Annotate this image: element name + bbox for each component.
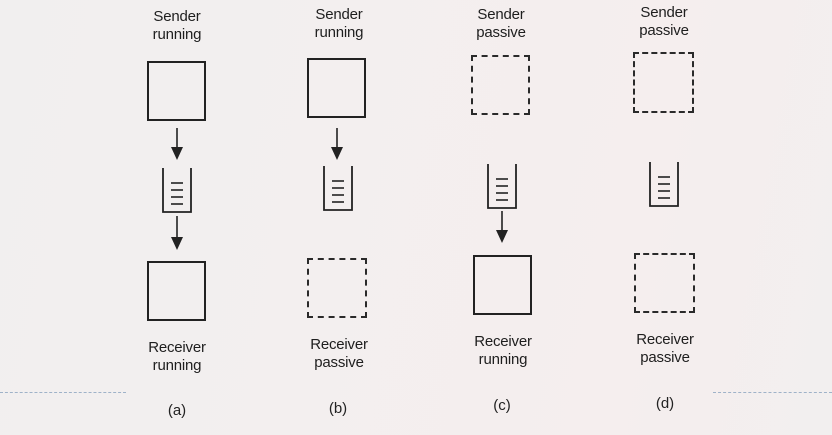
panel-caption: (c) [493, 397, 511, 414]
sender-state: running [314, 24, 364, 41]
sender-label-line1: Sender [153, 8, 201, 25]
receiver-label-line1: Receiver [310, 336, 368, 353]
arrow-queue-to-receiver [496, 211, 508, 243]
message-queue-icon [323, 166, 353, 211]
message-queue-icon [649, 162, 679, 207]
sender-label-b: Sender running [279, 6, 399, 42]
receiver-process-box-passive [307, 258, 367, 318]
sender-label-a: Sender running [117, 8, 237, 44]
sender-process-box-passive [633, 52, 694, 113]
receiver-state: passive [314, 354, 364, 371]
sender-label-line1: Sender [640, 4, 688, 21]
receiver-process-box-passive [634, 253, 695, 313]
panel-caption: (d) [655, 395, 675, 412]
sender-process-box-passive [471, 55, 530, 115]
receiver-state: passive [640, 349, 690, 366]
sender-label-line1: Sender [477, 6, 525, 23]
panel-caption: (a) [167, 402, 187, 419]
sender-process-box [307, 58, 366, 118]
message-queue-icon [487, 164, 517, 209]
sender-label-line1: Sender [315, 6, 363, 23]
receiver-label-c: Receiver running [443, 333, 563, 369]
receiver-label-line1: Receiver [636, 331, 694, 348]
message-queue-icon [162, 168, 192, 213]
arrow-sender-to-queue [171, 128, 183, 160]
receiver-state: running [478, 351, 528, 368]
left-separator-line [0, 392, 126, 393]
sender-process-box [147, 61, 206, 121]
receiver-process-box [147, 261, 206, 321]
receiver-label-a: Receiver running [117, 339, 237, 375]
sender-state: passive [639, 22, 689, 39]
receiver-label-b: Receiver passive [279, 336, 399, 372]
receiver-label-line1: Receiver [474, 333, 532, 350]
sender-label-c: Sender passive [441, 6, 561, 42]
right-separator-line [713, 392, 832, 393]
sender-state: running [152, 26, 202, 43]
sender-state: passive [476, 24, 526, 41]
arrow-queue-to-receiver [171, 216, 183, 250]
panel-caption: (b) [328, 400, 348, 417]
receiver-state: running [152, 357, 202, 374]
receiver-label-line1: Receiver [148, 339, 206, 356]
arrow-sender-to-queue [331, 128, 343, 160]
receiver-process-box [473, 255, 532, 315]
receiver-label-d: Receiver passive [605, 331, 725, 367]
sender-label-d: Sender passive [604, 4, 724, 40]
